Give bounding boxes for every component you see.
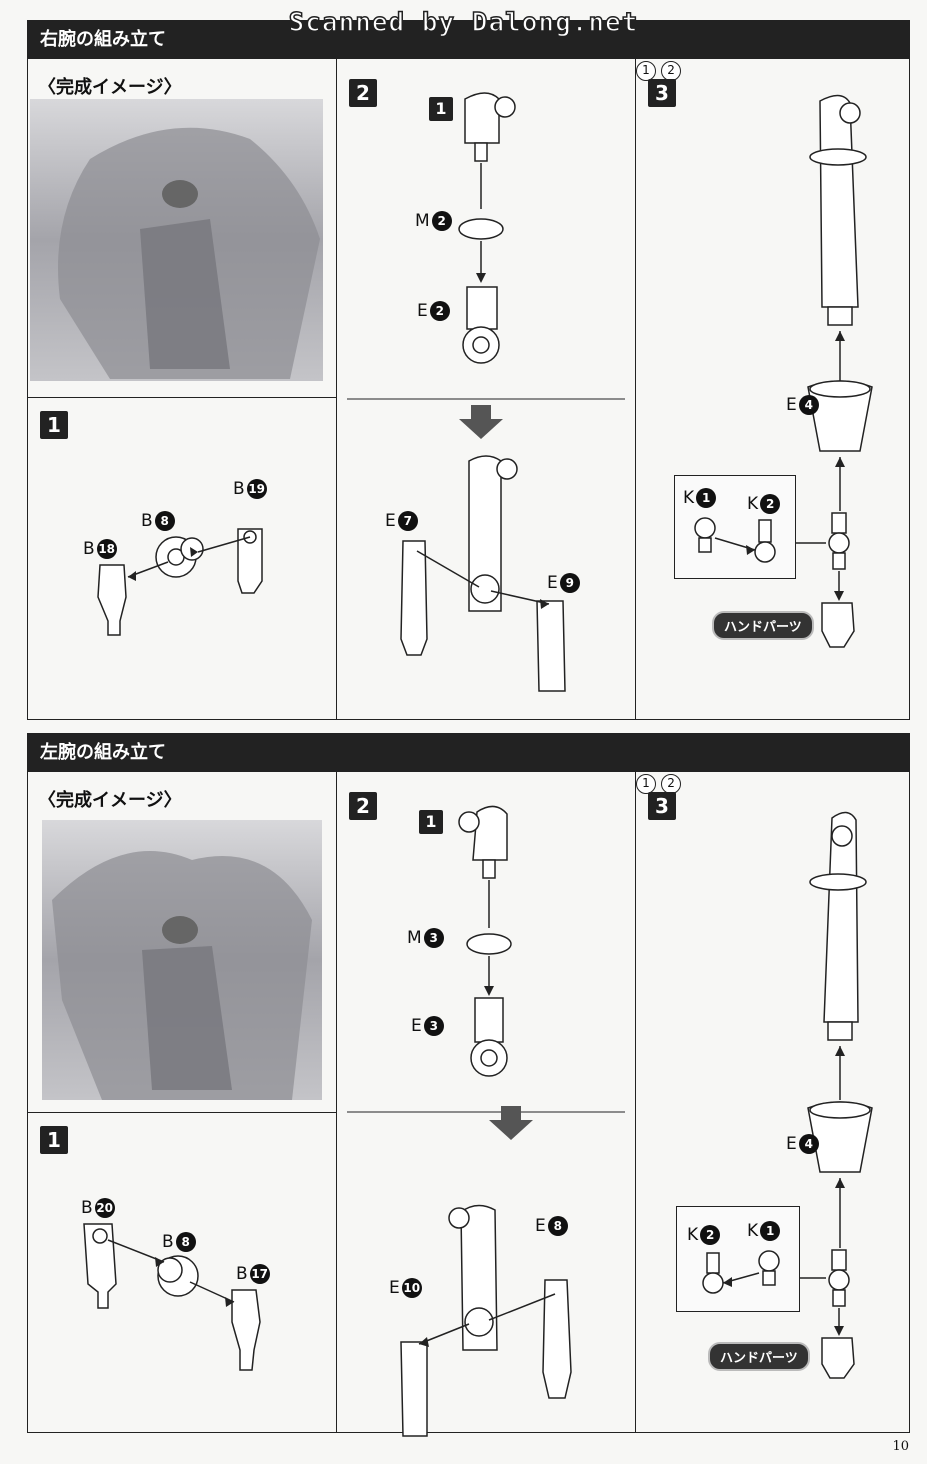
step-3-badge: 3 — [648, 792, 676, 820]
step-1-diagram — [83, 1223, 261, 1371]
step-3-badge: 3 — [648, 79, 676, 107]
figure-silhouette — [52, 851, 312, 1100]
step-2-diagram-top — [347, 92, 625, 692]
joint-inset-diagram — [702, 1250, 780, 1294]
step-1-badge: 1 — [40, 1126, 68, 1154]
completion-photo — [30, 99, 323, 381]
step-1-badge: 1 — [40, 411, 68, 439]
page-number: 10 — [892, 1439, 909, 1454]
sub-step-badge: 1 — [429, 97, 453, 121]
hand-parts-badge: ハンドパーツ — [712, 611, 814, 640]
section-title: 左腕の組み立て — [28, 734, 909, 772]
step-1-diagram — [97, 528, 263, 636]
completion-image-caption: 〈完成イメージ〉 — [38, 77, 182, 98]
section-title: 右腕の組み立て — [28, 21, 909, 59]
sub-step-badge: 1 — [419, 810, 443, 834]
step-2-diagram — [347, 805, 625, 1437]
completion-image-caption: 〈完成イメージ〉 — [38, 790, 182, 811]
order-marker-1: 1 — [636, 774, 656, 794]
step-3-diagram — [800, 811, 873, 1379]
order-marker-2: 2 — [661, 774, 682, 794]
figure-silhouette — [58, 127, 320, 379]
joint-inset-diagram — [694, 517, 776, 563]
hand-parts-badge: ハンドパーツ — [708, 1342, 810, 1371]
step-2-badge: 2 — [349, 79, 377, 107]
step-3-diagram — [796, 94, 873, 648]
completion-photo — [42, 820, 322, 1100]
step-2-badge: 2 — [349, 792, 377, 820]
order-marker-1: 1 — [636, 61, 656, 81]
watermark: Scanned by Dalong.net — [288, 7, 639, 39]
